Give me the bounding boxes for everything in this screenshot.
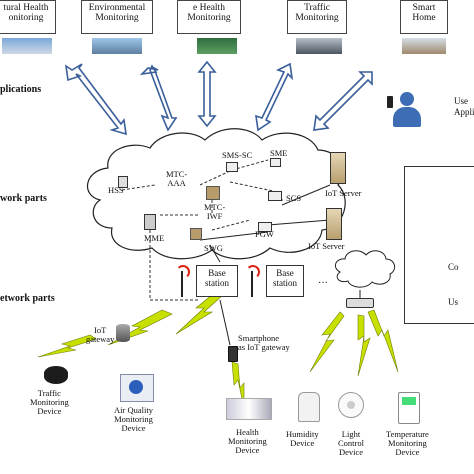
- lightning-bs-air: [175, 289, 225, 335]
- env-thumbnail: [92, 38, 142, 54]
- app-box-traffic: Traffic Monitoring: [287, 0, 347, 34]
- ellipsis-dots: ···: [318, 278, 328, 289]
- arrow-ehealth: [197, 60, 217, 128]
- internet-cloud: [334, 250, 396, 288]
- humidity-device-label: Humidity Device: [286, 429, 319, 448]
- app-label-smart-home: Smart Home: [412, 3, 436, 23]
- smartphone-gateway-label: Smartphone as IoT gateway: [238, 333, 290, 352]
- node-swg: SWG: [204, 243, 223, 253]
- user-label-line2: Applic: [454, 107, 474, 117]
- user-label: Use Applic: [454, 96, 474, 118]
- humidity-device-icon: [298, 392, 320, 422]
- app-arrows: [64, 60, 373, 136]
- node-sms-sc: SMS-SC: [222, 150, 253, 160]
- traffic-device-icon: [44, 366, 68, 384]
- mtc-iwf-icon: [206, 186, 220, 200]
- traffic-device-label: Traffic Monitoring Device: [30, 388, 69, 416]
- node-hss: HSS: [108, 185, 124, 195]
- iot-server-2-label: IoT Server: [308, 241, 345, 251]
- app-box-ehealth: e Health Monitoring: [177, 0, 241, 34]
- arrow-traffic: [255, 62, 294, 132]
- air-quality-device-label: Air Quality Monitoring Device: [114, 405, 153, 433]
- light-control-device-icon: [338, 392, 364, 418]
- node-mtc-iwf: MTC- IWF: [204, 202, 226, 221]
- iot-gateway-label: IoT gateway: [86, 325, 115, 344]
- tower-icon-1: [176, 265, 190, 297]
- swg-icon: [190, 228, 202, 240]
- air-quality-device-icon: [120, 374, 154, 402]
- smartphone-icon: [228, 346, 238, 362]
- app-label-environmental: Environmental Monitoring: [88, 3, 146, 23]
- node-mme: MME: [144, 233, 165, 243]
- section-core-network: work parts: [0, 193, 47, 204]
- app-label-traffic: Traffic Monitoring: [295, 3, 339, 23]
- app-label-ehealth: e Health Monitoring: [187, 3, 231, 23]
- home-thumbnail: [402, 38, 446, 54]
- tower-icon-2: [246, 265, 260, 297]
- scs-icon: [268, 191, 282, 201]
- app-box-agricultural: tural Health onitoring: [0, 0, 56, 34]
- app-box-environmental: Environmental Monitoring: [81, 0, 153, 34]
- lightning-ap-humidity: [309, 311, 345, 373]
- legend-user-label: Us: [448, 297, 459, 307]
- lightning-ap-temp: [367, 309, 399, 373]
- health-device-icon: [226, 398, 272, 420]
- temperature-device-icon: [398, 392, 420, 424]
- node-scs: SCS: [286, 193, 302, 203]
- iot-gateway-icon: [116, 324, 130, 342]
- base-station-1: Base station: [196, 265, 238, 297]
- health-device-label: Health Monitoring Device: [228, 427, 267, 455]
- hss-icon: [118, 176, 128, 188]
- user-plane-lines: [199, 184, 361, 346]
- iot-server-1-label: IoT Server: [325, 188, 362, 198]
- legend-box: [404, 166, 474, 324]
- sme-icon: [270, 158, 281, 167]
- node-mtc-aaa: MTC- AAA: [166, 169, 188, 188]
- app-label-agricultural: tural Health onitoring: [3, 3, 49, 23]
- app-box-smart-home: Smart Home: [400, 0, 448, 34]
- lightning-gw-traffic: [37, 334, 97, 358]
- ehealth-thumbnail: [197, 38, 237, 54]
- lightning-phone-health: [231, 361, 245, 409]
- iot-server-2-icon: [326, 208, 342, 240]
- user-label-line1: Use: [454, 96, 468, 106]
- section-applications: plications: [0, 84, 42, 95]
- arrow-home: [313, 71, 373, 131]
- agri-thumbnail: [2, 38, 52, 54]
- traffic-thumbnail: [296, 38, 342, 54]
- node-sme: SME: [270, 148, 288, 158]
- user-icon: [387, 92, 421, 132]
- light-control-device-label: Light Control Device: [338, 429, 364, 457]
- pgw-icon: [258, 222, 272, 232]
- legend-control-label: Co: [448, 262, 459, 272]
- arrow-env: [139, 64, 178, 132]
- sms-sc-icon: [226, 162, 238, 172]
- node-pgw: PGW: [255, 229, 274, 239]
- arrow-agri: [64, 63, 127, 136]
- section-access-network: etwork parts: [0, 293, 55, 304]
- base-station-2: Base station: [266, 265, 304, 297]
- wifi-access-point-icon: [346, 298, 374, 308]
- lightning-ap-light: [357, 314, 371, 377]
- iot-server-1-icon: [330, 152, 346, 184]
- mme-icon: [144, 214, 156, 230]
- temperature-device-label: Temperature Monitoring Device: [386, 429, 429, 457]
